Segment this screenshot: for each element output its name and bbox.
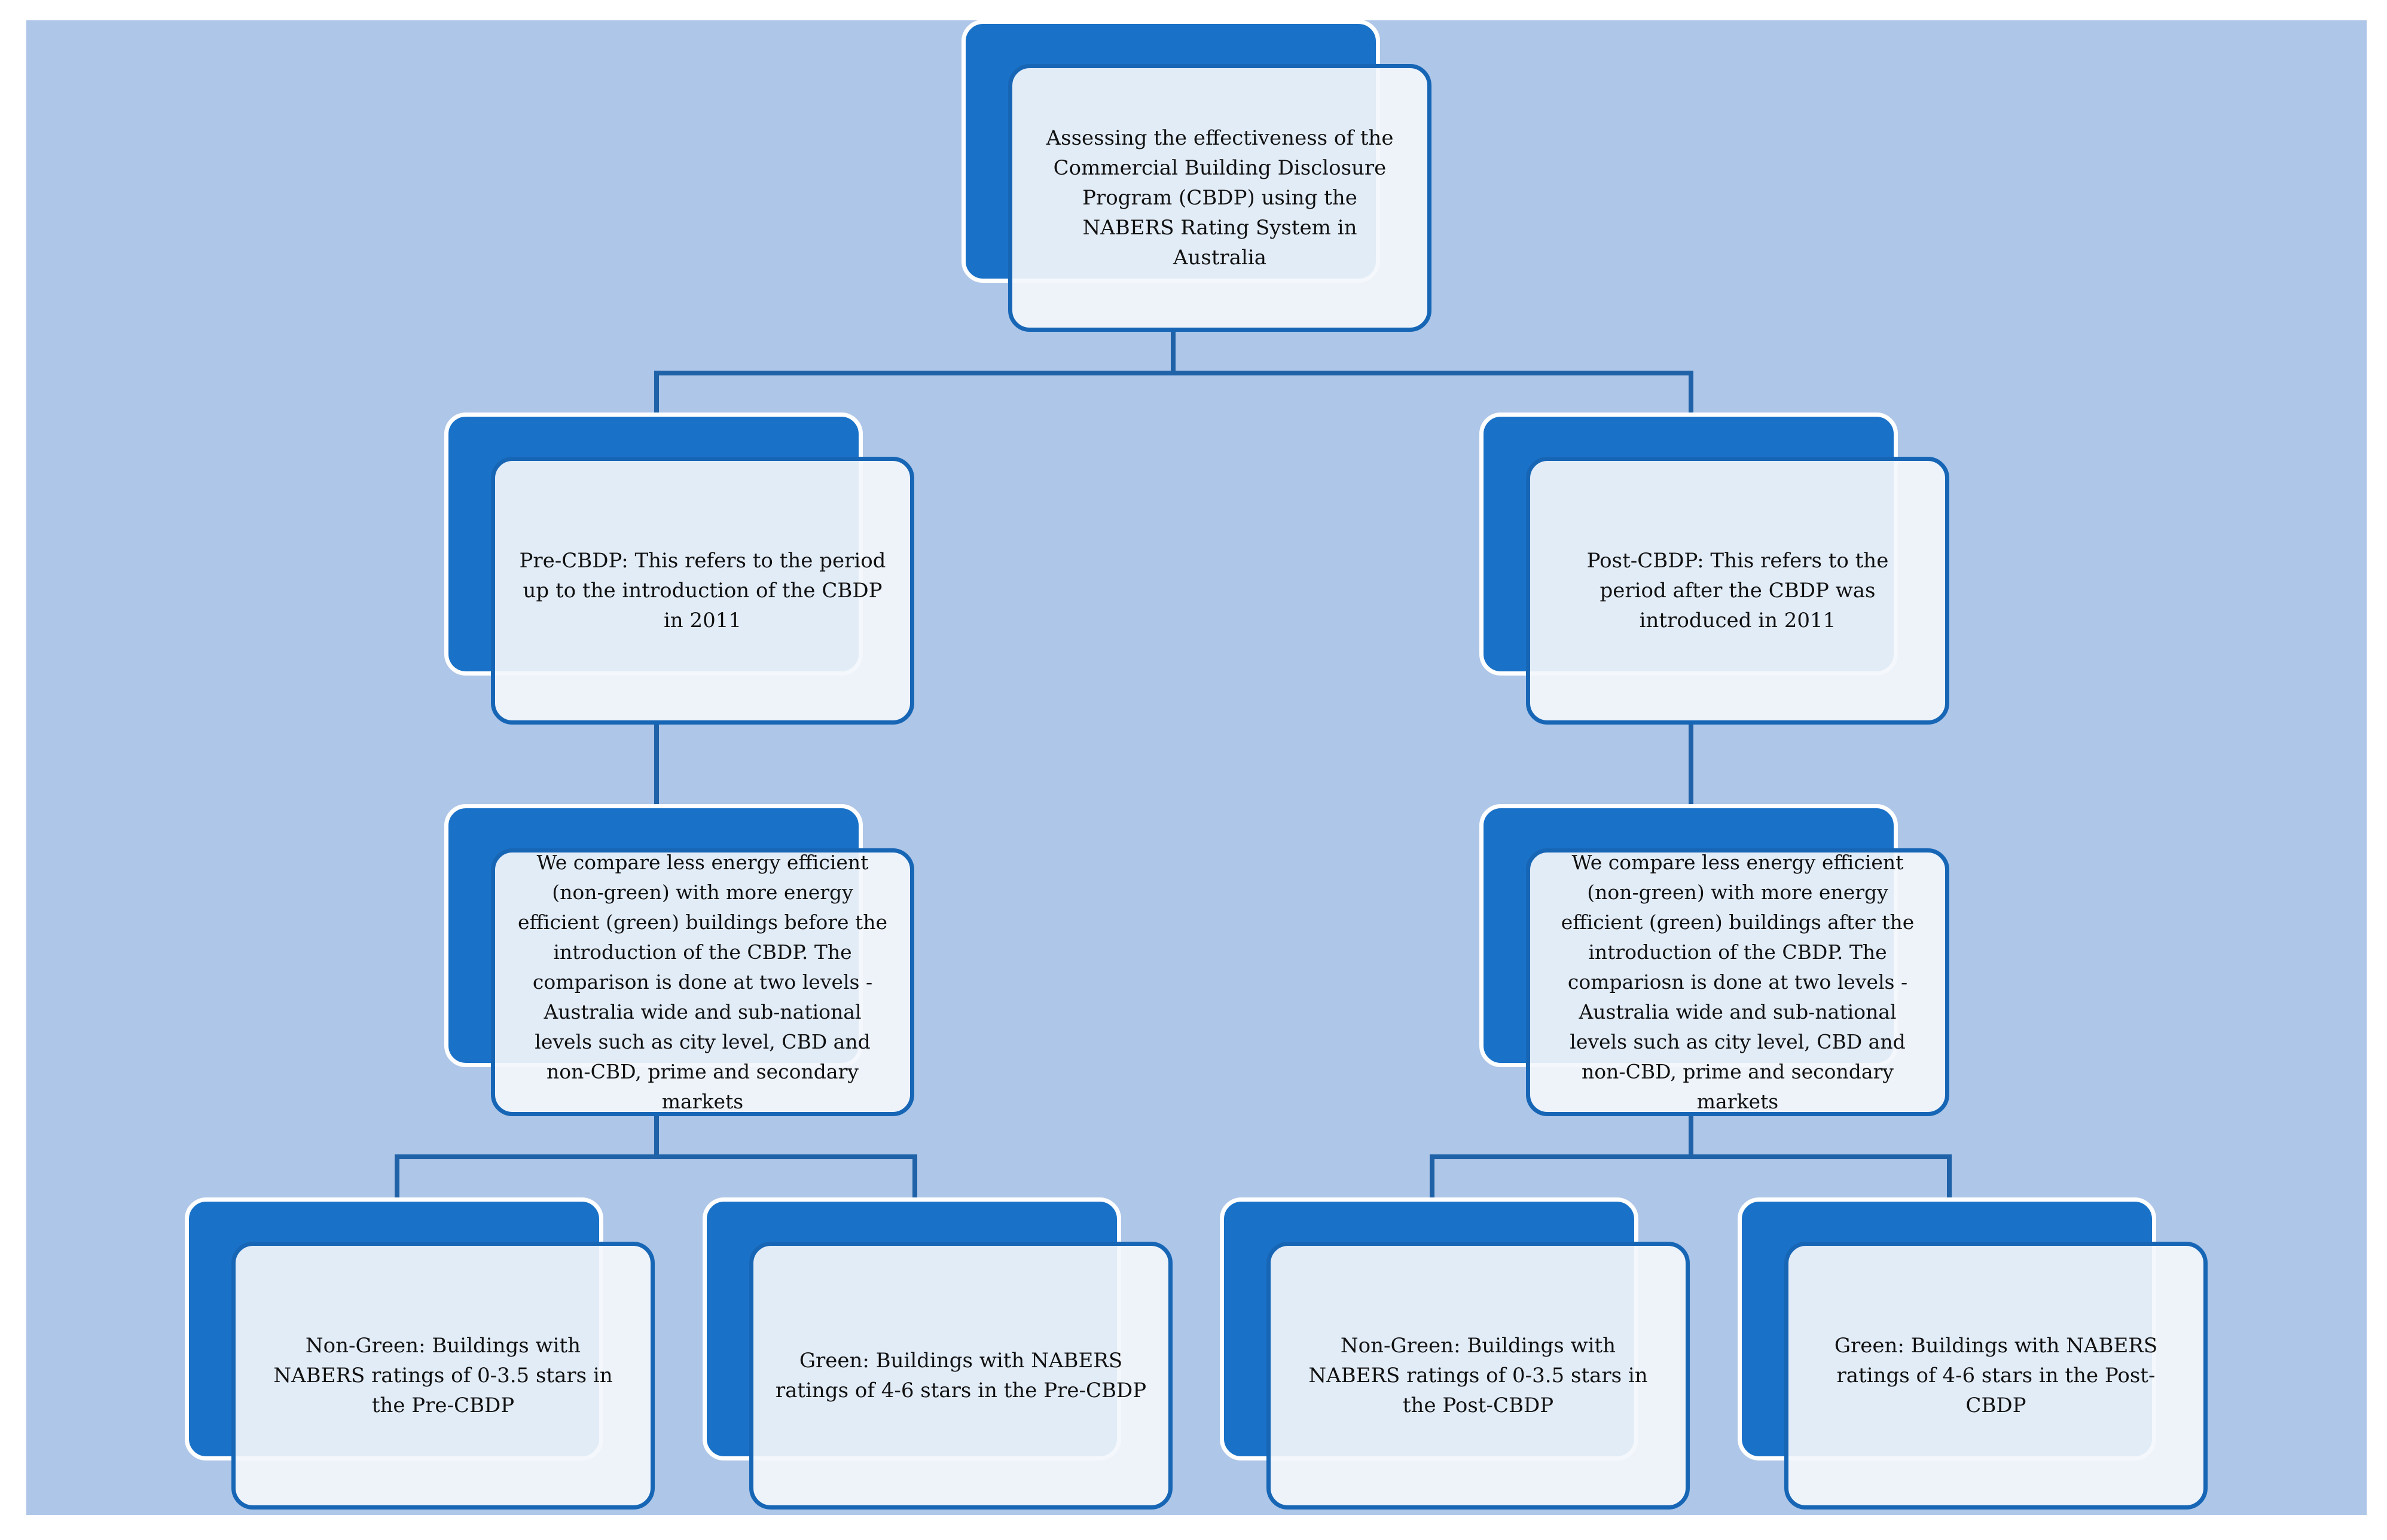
root-node-box: Assessing the effectiveness of the Comme…	[1008, 64, 1431, 332]
pre-comparison-node-box: We compare less energy efficient (non-gr…	[491, 848, 914, 1116]
post-green-node-box: Green: Buildings with NABERS ratings of …	[1784, 1242, 2208, 1510]
post-non-green-node-text: Non-Green: Buildings with NABERS ratings…	[1308, 1334, 1648, 1417]
pre-green-node-text: Green: Buildings with NABERS ratings of …	[775, 1349, 1147, 1402]
post-non-green-node-box: Non-Green: Buildings with NABERS ratings…	[1266, 1242, 1690, 1510]
post-period-node-text: Post-CBDP: This refers to the period aft…	[1586, 549, 1889, 632]
pre-period-node-box: Pre-CBDP: This refers to the period up t…	[491, 457, 914, 725]
pre-period-node-text: Pre-CBDP: This refers to the period up t…	[519, 549, 886, 632]
pre-comparison-node-text: We compare less energy efficient (non-gr…	[517, 851, 888, 1113]
pre-non-green-node-text: Non-Green: Buildings with NABERS ratings…	[273, 1334, 613, 1417]
post-comparison-node-text: We compare less energy efficient (non-gr…	[1561, 851, 1915, 1113]
root-node-text: Assessing the effectiveness of the Comme…	[1046, 126, 1394, 270]
pre-green-node-box: Green: Buildings with NABERS ratings of …	[749, 1242, 1173, 1510]
post-comparison-node-box: We compare less energy efficient (non-gr…	[1526, 848, 1949, 1116]
post-green-node-text: Green: Buildings with NABERS ratings of …	[1834, 1334, 2158, 1417]
post-period-node-box: Post-CBDP: This refers to the period aft…	[1526, 457, 1949, 725]
pre-non-green-node-box: Non-Green: Buildings with NABERS ratings…	[231, 1242, 655, 1510]
